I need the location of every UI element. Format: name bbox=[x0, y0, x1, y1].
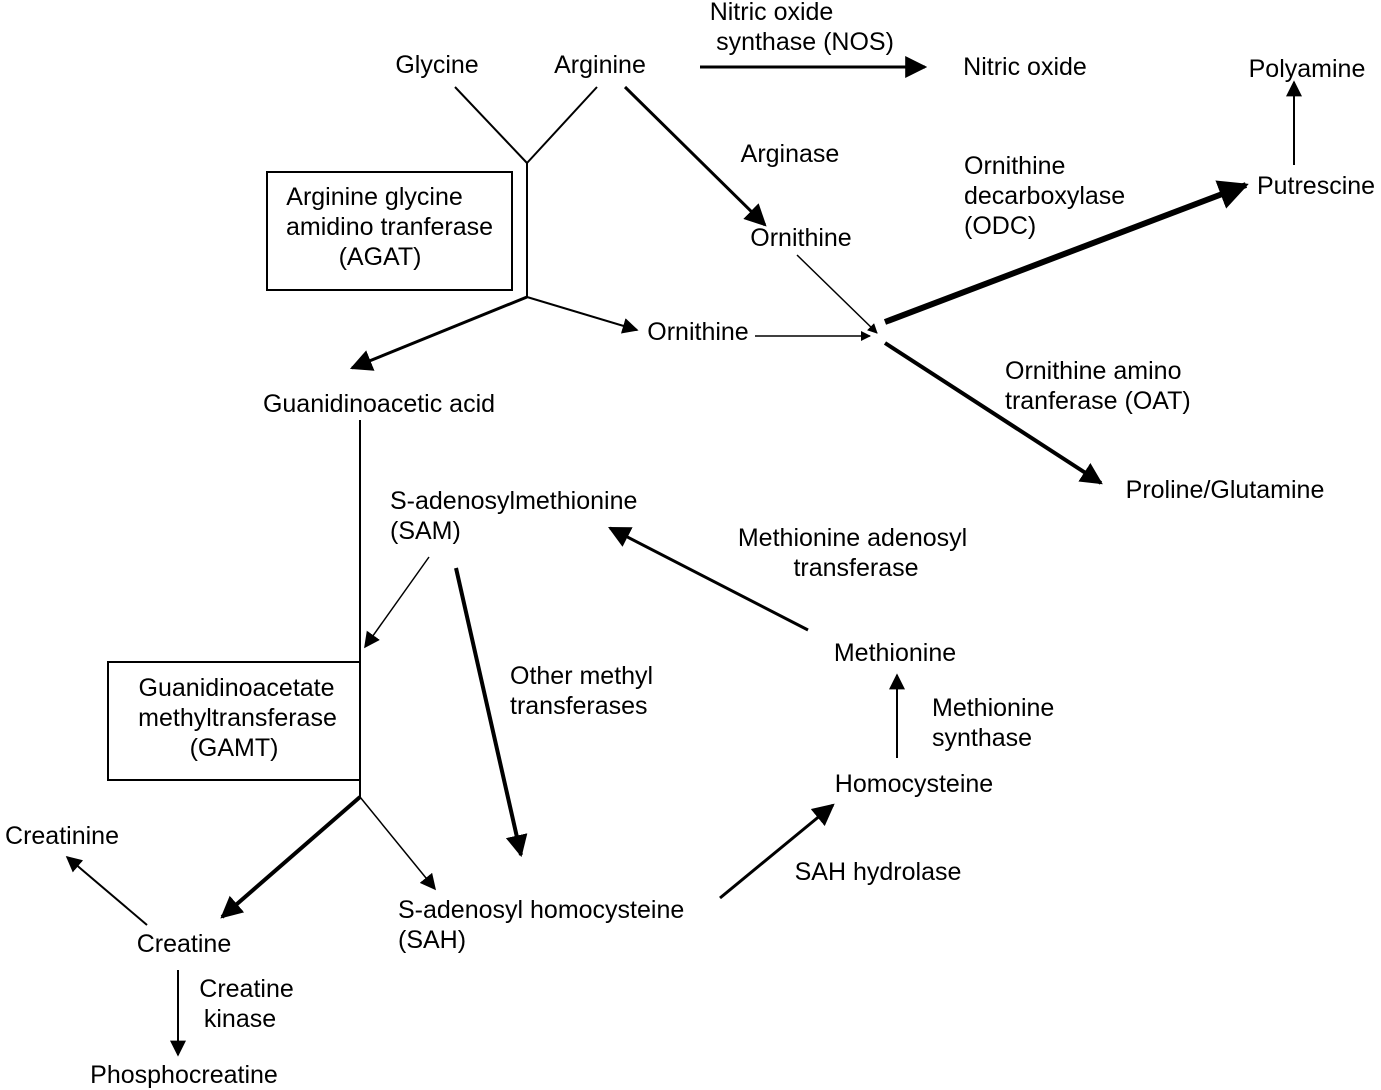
agat-enzyme-label: Arginine glycine amidino tranferase (AGA… bbox=[286, 183, 500, 271]
edge-glycine-to-agat-junction bbox=[454, 86, 528, 164]
odc-enzyme-label-line-3: (ODC) bbox=[964, 212, 1036, 240]
agat-enzyme-box bbox=[266, 171, 513, 291]
nitric-oxide-label: Nitric oxide bbox=[963, 53, 1087, 81]
gamt-enzyme-label-line-3: (GAMT) bbox=[190, 734, 279, 762]
oat-enzyme-label: Ornithine amino tranferase (OAT) bbox=[1005, 357, 1191, 415]
arginine-label: Arginine bbox=[554, 51, 646, 79]
putrescine-label: Putrescine bbox=[1257, 172, 1375, 200]
mat-enzyme-label: Methionine adenosyl transferase bbox=[738, 524, 974, 582]
creatine-kinase-enzyme-label: Creatine kinase bbox=[199, 975, 300, 1033]
creatinine-label: Creatinine bbox=[5, 822, 119, 850]
other-methyltransferases-label-line-1: Other methyl bbox=[510, 662, 653, 690]
mat-enzyme-label-line-1: Methionine adenosyl bbox=[738, 524, 967, 552]
nos-enzyme-label-line-1: Nitric oxide bbox=[710, 0, 834, 26]
methionine-synthase-enzyme-label-line-2: synthase bbox=[932, 724, 1032, 752]
methionine-label: Methionine bbox=[834, 639, 956, 667]
sah-label-line-2: (SAH) bbox=[398, 926, 466, 954]
edge-sam-to-gamt bbox=[364, 556, 430, 649]
sam-label-line-1: S-adenosylmethionine bbox=[390, 487, 637, 515]
edge-creatine-to-creatinine bbox=[65, 855, 148, 926]
creatine-kinase-enzyme-label-line-2: kinase bbox=[204, 1005, 276, 1033]
ornithine-upper-label: Ornithine bbox=[750, 224, 851, 252]
guanidinoacetic-acid-label: Guanidinoacetic acid bbox=[263, 390, 495, 418]
creatine-kinase-enzyme-label-line-1: Creatine bbox=[199, 975, 294, 1003]
homocysteine-label: Homocysteine bbox=[835, 770, 993, 798]
edge-ornithine-upper-to-branch bbox=[796, 254, 878, 334]
oat-enzyme-label-line-2: tranferase (OAT) bbox=[1005, 387, 1191, 415]
proline-glutamine-label: Proline/Glutamine bbox=[1126, 476, 1325, 504]
nos-enzyme-label-line-2: synthase (NOS) bbox=[716, 28, 894, 56]
creatine-label: Creatine bbox=[137, 930, 232, 958]
gamt-enzyme-label-line-1: Guanidinoacetate bbox=[139, 674, 335, 702]
edge-arginine-to-agat-junction bbox=[526, 86, 598, 164]
agat-enzyme-label-line-1: Arginine glycine bbox=[286, 183, 463, 211]
methionine-synthase-enzyme-label-line-1: Methionine bbox=[932, 694, 1054, 722]
edge-sam-to-sah-other-methyltransferases bbox=[454, 567, 528, 858]
arginase-enzyme-label: Arginase bbox=[741, 140, 840, 168]
edge-methionine-to-sam bbox=[608, 526, 809, 632]
agat-enzyme-label-line-3: (AGAT) bbox=[339, 243, 422, 271]
edge-arginine-to-ornithine-arginase bbox=[623, 85, 767, 227]
glycine-label: Glycine bbox=[395, 51, 478, 79]
gamt-enzyme-label: Guanidinoacetate methyltransferase (GAMT… bbox=[138, 674, 344, 762]
mat-enzyme-label-line-2: transferase bbox=[793, 554, 918, 582]
edge-agat-to-guanidinoacetic-acid bbox=[349, 295, 528, 371]
other-methyltransferases-label: Other methyl transferases bbox=[510, 662, 660, 720]
edge-branch-to-proline-glutamine-oat bbox=[883, 341, 1103, 485]
sah-hydrolase-enzyme-label: SAH hydrolase bbox=[795, 858, 962, 886]
edge-branch-to-putrescine-odc bbox=[883, 180, 1249, 325]
agat-enzyme-label-line-2: amidino tranferase bbox=[286, 213, 493, 241]
edge-sah-to-homocysteine bbox=[719, 803, 835, 900]
odc-enzyme-label-line-2: decarboxylase bbox=[964, 182, 1125, 210]
edge-gamt-to-creatine bbox=[220, 795, 362, 919]
sah-label-line-1: S-adenosyl homocysteine bbox=[398, 896, 684, 924]
sam-label: S-adenosylmethionine (SAM) bbox=[390, 487, 644, 545]
polyamine-label: Polyamine bbox=[1249, 55, 1366, 83]
phosphocreatine-label: Phosphocreatine bbox=[90, 1061, 278, 1089]
gamt-enzyme-label-line-2: methyltransferase bbox=[138, 704, 337, 732]
gamt-enzyme-box bbox=[107, 661, 361, 781]
edge-agat-to-ornithine bbox=[526, 296, 639, 334]
edge-gamt-to-sah bbox=[359, 796, 437, 891]
nos-enzyme-label: Nitric oxide synthase (NOS) bbox=[710, 0, 894, 56]
odc-enzyme-label-line-1: Ornithine bbox=[964, 152, 1065, 180]
ornithine-middle-label: Ornithine bbox=[647, 318, 748, 346]
other-methyltransferases-label-line-2: transferases bbox=[510, 692, 648, 720]
odc-enzyme-label: Ornithine decarboxylase (ODC) bbox=[964, 152, 1132, 240]
sam-label-line-2: (SAM) bbox=[390, 517, 461, 545]
methionine-synthase-enzyme-label: Methionine synthase bbox=[932, 694, 1061, 752]
sah-label: S-adenosyl homocysteine (SAH) bbox=[398, 896, 691, 954]
oat-enzyme-label-line-1: Ornithine amino bbox=[1005, 357, 1181, 385]
